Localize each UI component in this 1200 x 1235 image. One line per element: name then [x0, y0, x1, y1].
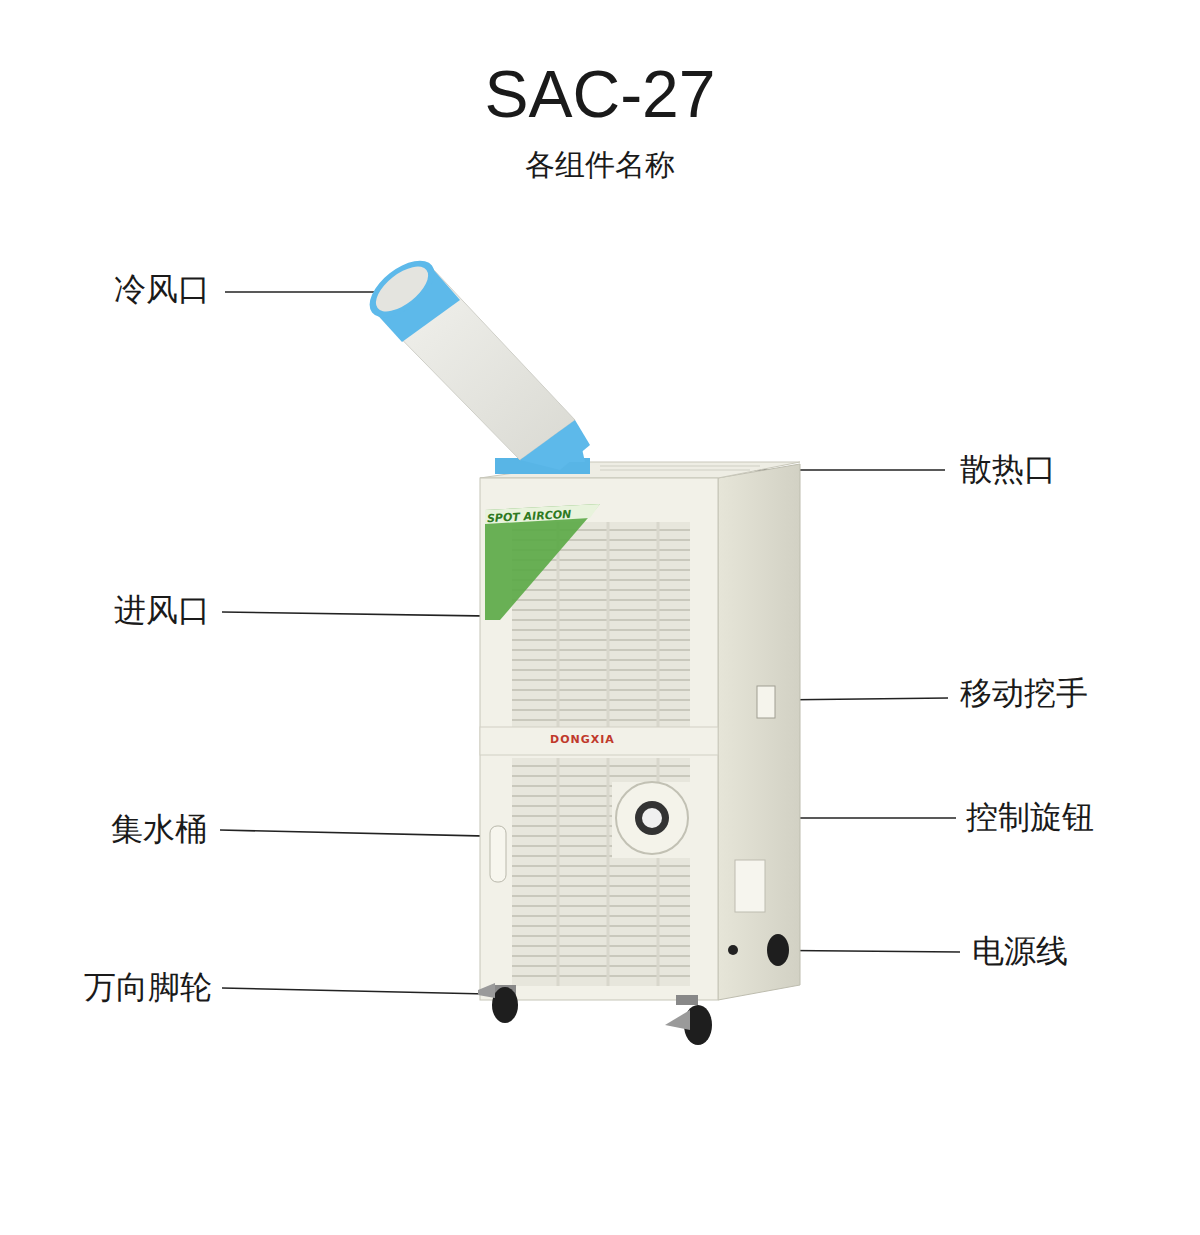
part-label: 移动挖手 — [960, 676, 1088, 711]
brand-text: DONGXIA — [550, 734, 615, 746]
part-label: 散热口 — [960, 452, 1056, 487]
part-label: 进风口 — [114, 593, 210, 628]
leader-lines — [220, 292, 960, 994]
part-label: 万向脚轮 — [84, 970, 212, 1005]
diagram-title: SAC-27 — [0, 58, 1200, 131]
part-label: 集水桶 — [111, 812, 207, 847]
part-label: 控制旋钮 — [966, 800, 1094, 835]
part-label: 冷风口 — [114, 272, 210, 307]
subtitle: 各组件名称 — [0, 148, 1200, 181]
part-label: 电源线 — [972, 934, 1068, 969]
